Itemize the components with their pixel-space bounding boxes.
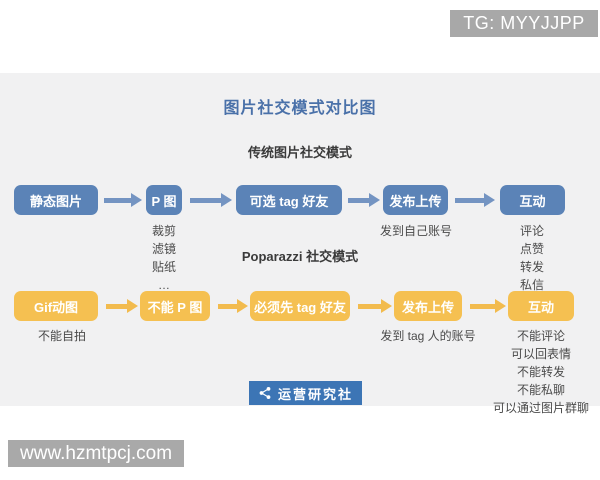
watermark-badge: www.hzmtpcj.com xyxy=(8,440,185,467)
traditional-flow-heading: 传统图片社交模式 xyxy=(247,145,352,160)
flow-step-interact: 互动 xyxy=(508,291,574,321)
step-note: 不能自拍 xyxy=(37,329,86,343)
arrow-right-icon xyxy=(470,299,506,313)
step-note: 不能评论 可以回表情 不能转发 不能私聊 可以通过图片群聊 xyxy=(492,329,589,415)
step-note: 发到自己账号 xyxy=(379,224,452,238)
arrow-right-icon xyxy=(455,193,495,207)
flow-step-publish: 发布上传 xyxy=(394,291,462,321)
arrow-right-icon xyxy=(218,299,248,313)
arrow-right-icon xyxy=(104,193,142,207)
diagram-panel xyxy=(0,73,600,406)
source-logo-label: 运营研究社 xyxy=(278,386,354,402)
share-icon xyxy=(258,386,272,400)
source-logo-badge: 运营研究社 xyxy=(249,381,363,405)
step-note: 裁剪 滤镜 贴纸 … xyxy=(151,224,176,292)
arrow-right-icon xyxy=(106,299,138,313)
tg-contact-badge: TG: MYYJJPP xyxy=(450,10,598,37)
step-note: 评论 点赞 转发 私信 xyxy=(519,224,544,292)
flow-step-photo-edit: P 图 xyxy=(146,185,182,215)
flow-step-optional-tag: 可选 tag 好友 xyxy=(236,185,342,215)
flow-step-no-edit: 不能 P 图 xyxy=(140,291,210,321)
arrow-right-icon xyxy=(348,193,380,207)
flow-step-must-tag: 必须先 tag 好友 xyxy=(250,291,350,321)
flow-step-publish: 发布上传 xyxy=(383,185,448,215)
flow-step-interact: 互动 xyxy=(500,185,565,215)
flow-step-gif: Gif动图 xyxy=(14,291,98,321)
step-note: 发到 tag 人的账号 xyxy=(380,329,476,343)
arrow-right-icon xyxy=(358,299,392,313)
page-title: 图片社交模式对比图 xyxy=(223,100,377,117)
poparazzi-flow-heading: Poparazzi 社交模式 xyxy=(241,249,359,264)
arrow-right-icon xyxy=(190,193,232,207)
flow-step-static-image: 静态图片 xyxy=(14,185,98,215)
